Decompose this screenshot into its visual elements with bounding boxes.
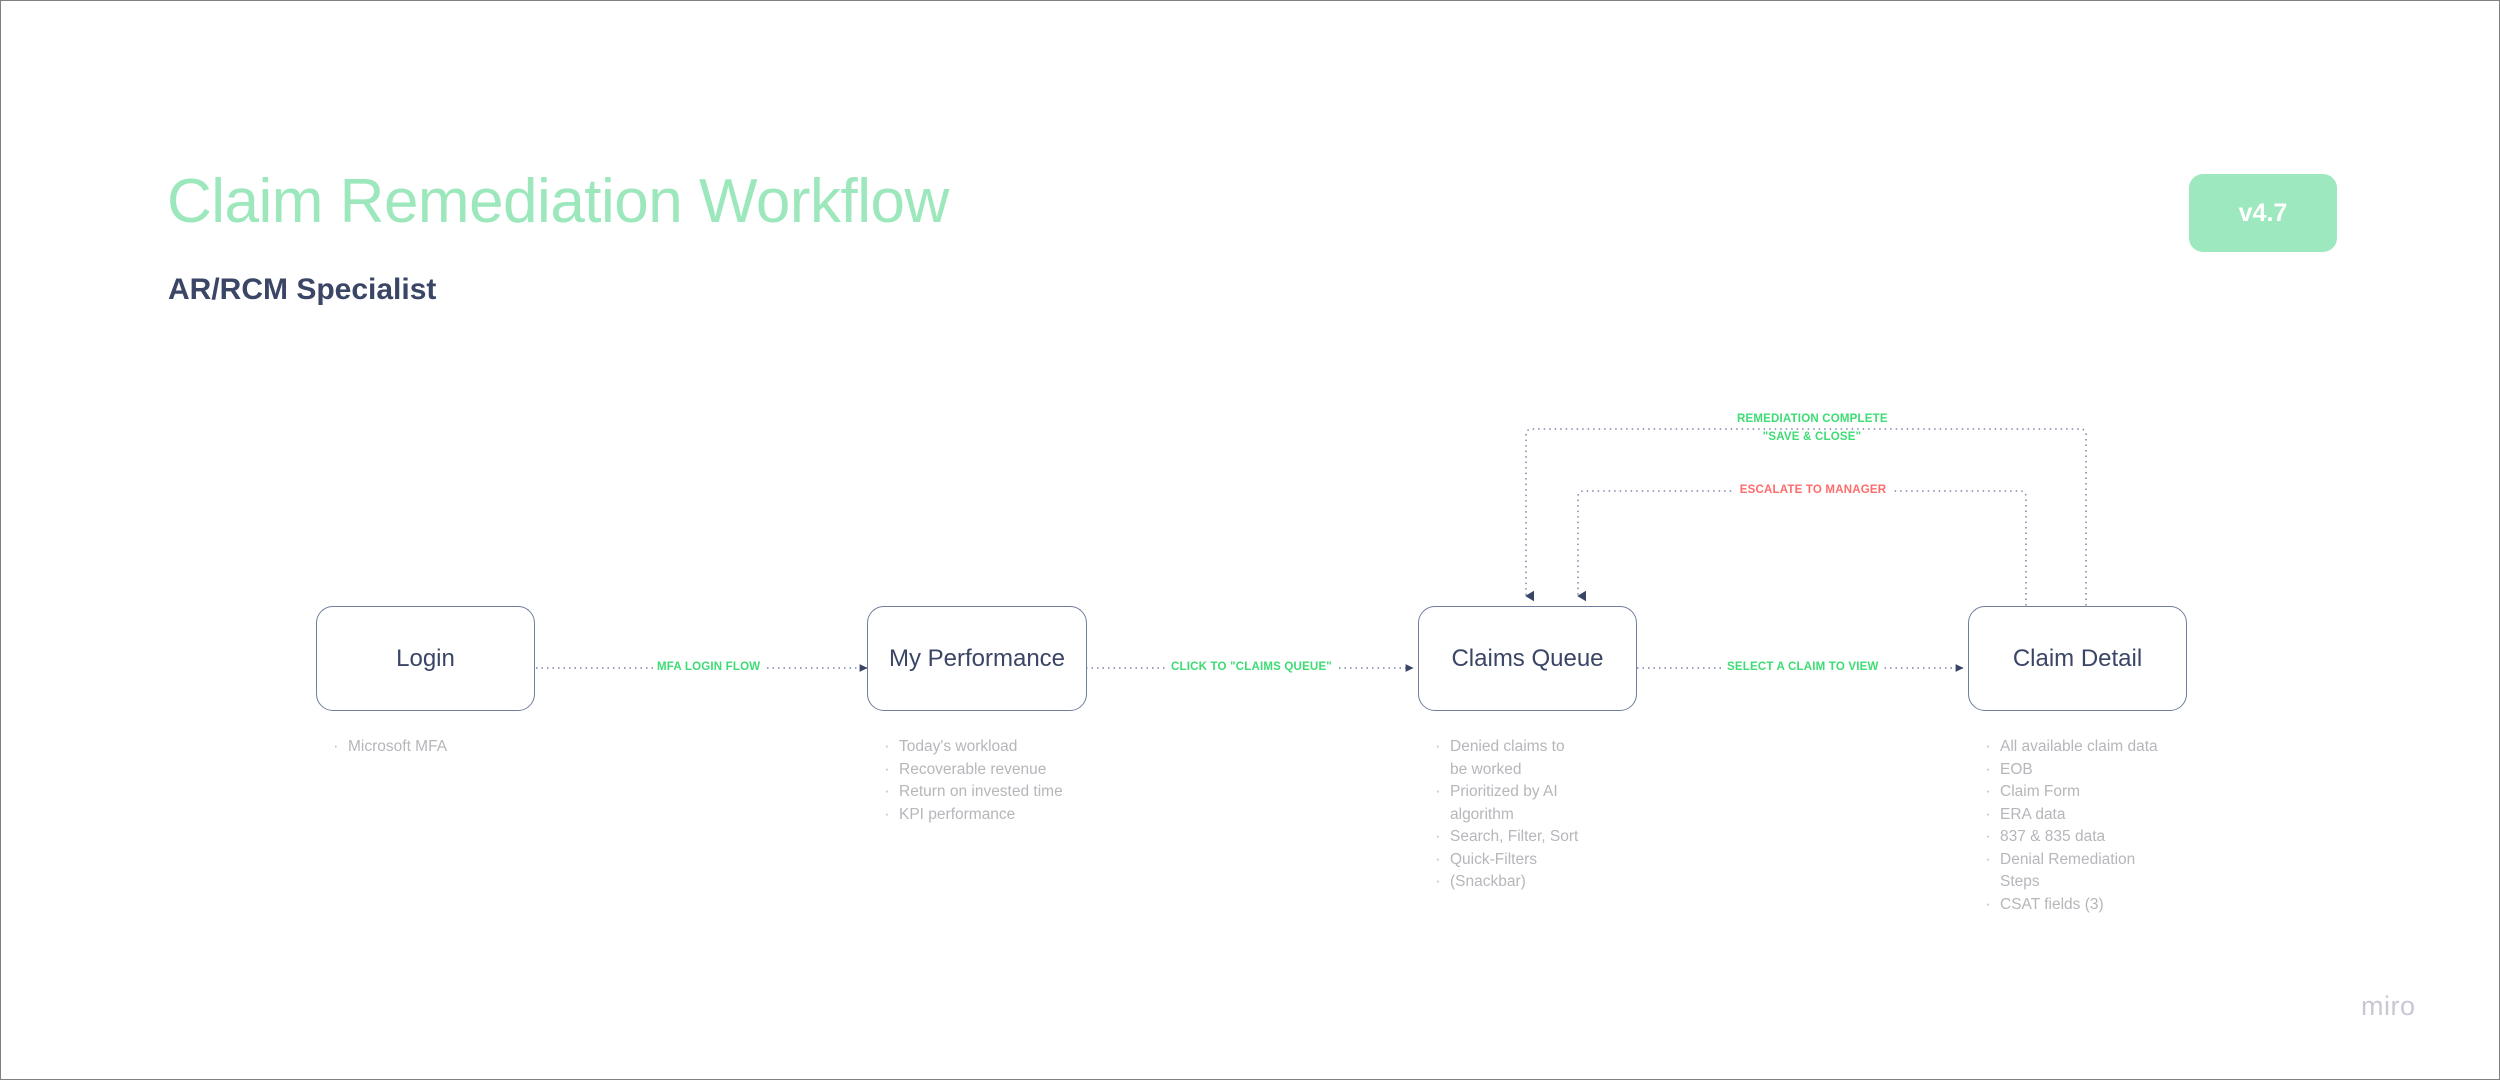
node-login[interactable]: Login [316,606,535,711]
node-my-performance-label: My Performance [888,644,1066,672]
bullets-claims-queue: Denied claims to be workedPrioritized by… [1433,735,1583,894]
connector-label-queue-to-detail: SELECT A CLAIM TO VIEW [1723,661,1883,673]
node-claims-queue[interactable]: Claims Queue [1418,606,1637,711]
bullet-item: ERA data [1983,803,2173,827]
bullet-item: Today's workload [882,735,1082,759]
bullet-list: Denied claims to be workedPrioritized by… [1433,735,1583,894]
node-my-performance[interactable]: My Performance [867,606,1087,711]
bullets-login: Microsoft MFA [331,735,531,759]
connector-label-remediation-complete-line2: "SAVE & CLOSE" [1733,431,1891,443]
bullet-item: Return on invested time [882,780,1082,804]
bullet-item: 837 & 835 data [1983,825,2173,849]
connector-label-performance-to-queue: CLICK TO "CLAIMS QUEUE" [1167,661,1336,673]
bullet-item: Denied claims to be worked [1433,735,1583,781]
bullet-item: Microsoft MFA [331,735,531,759]
bullet-item: KPI performance [882,803,1082,827]
miro-watermark: miro [2361,991,2416,1021]
bullet-item: Recoverable revenue [882,758,1082,782]
connector-label-remediation-complete-line1: REMEDIATION COMPLETE [1733,413,1891,425]
node-claim-detail[interactable]: Claim Detail [1968,606,2187,711]
node-claim-detail-label: Claim Detail [2012,644,2143,672]
wire-detail-to-queue-escalate [1577,490,2027,611]
page-title: Claim Remediation Workflow [167,167,949,236]
version-badge: v4.7 [2189,174,2337,252]
bullet-list: Today's workloadRecoverable revenueRetur… [882,735,1082,827]
wire-detail-to-queue-complete [1525,428,2087,611]
bullet-item: Quick-Filters [1433,848,1583,872]
bullet-item: Search, Filter, Sort [1433,825,1583,849]
bullet-item: All available claim data [1983,735,2173,759]
connector-label-login-to-performance: MFA LOGIN FLOW [653,661,765,673]
page-subtitle: AR/RCM Specialist [168,273,437,306]
bullets-claim-detail: All available claim dataEOBClaim FormERA… [1983,735,2173,917]
node-claims-queue-label: Claims Queue [1451,644,1604,672]
bullet-item: CSAT fields (3) [1983,893,2173,917]
bullet-item: Denial Remediation Steps [1983,848,2173,894]
bullet-list: Microsoft MFA [331,735,531,759]
bullet-item: Prioritized by AI algorithm [1433,780,1583,826]
version-badge-label: v4.7 [2238,198,2288,227]
bullet-item: EOB [1983,758,2173,782]
bullets-my-performance: Today's workloadRecoverable revenueRetur… [882,735,1082,827]
bullet-item: Claim Form [1983,780,2173,804]
bullet-item: (Snackbar) [1433,870,1583,894]
connector-label-escalate-to-manager: ESCALATE TO MANAGER [1734,484,1892,496]
node-login-label: Login [396,644,455,672]
bullet-list: All available claim dataEOBClaim FormERA… [1983,735,2173,917]
